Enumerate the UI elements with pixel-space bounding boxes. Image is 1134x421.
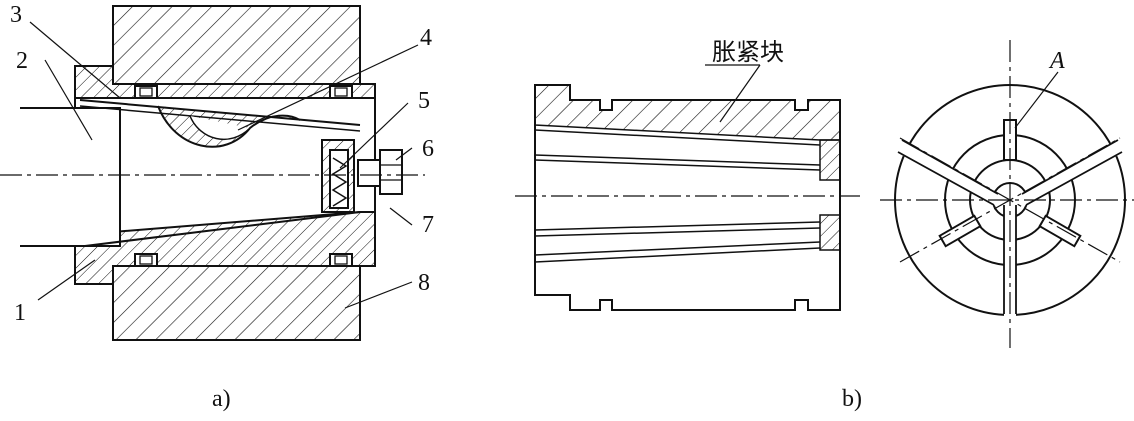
callout-1: 1: [14, 300, 26, 326]
workpiece-shaft: [20, 107, 121, 247]
callout-4: 4: [420, 25, 432, 51]
housing-bottom: [112, 265, 361, 341]
callout-6: 6: [422, 136, 434, 162]
figure-a: [0, 5, 425, 341]
caption-b: b): [842, 386, 862, 412]
callout-5: 5: [418, 88, 430, 114]
nut: [379, 149, 403, 195]
callout-3: 3: [10, 2, 22, 28]
figure-b-end-view: [880, 40, 1134, 348]
callout-2: 2: [16, 48, 28, 74]
callout-8: 8: [418, 270, 430, 296]
spring: [331, 157, 348, 207]
section-label-a: A: [1048, 48, 1065, 74]
housing-top: [112, 5, 361, 85]
part-label: 胀紧块: [712, 38, 784, 66]
caption-a: a): [212, 386, 231, 412]
bolt: [357, 159, 381, 187]
callout-7: 7: [422, 212, 434, 238]
figure-b-section: [515, 64, 860, 311]
